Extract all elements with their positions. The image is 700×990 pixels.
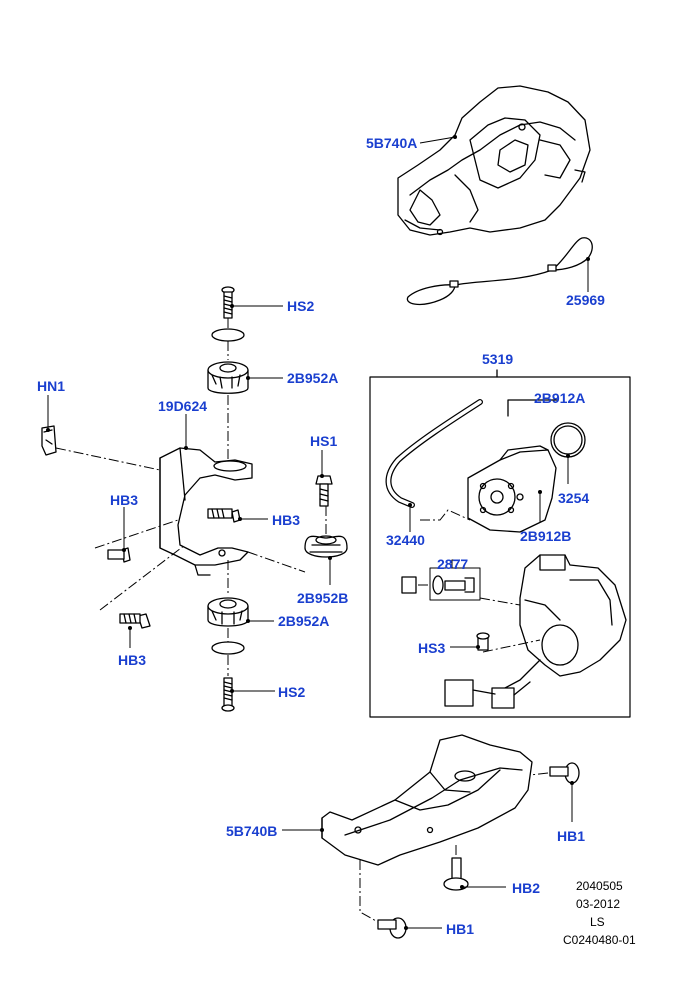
o-ring-inner: [553, 425, 583, 455]
callout-5B740A: 5B740A: [366, 135, 418, 151]
hb1-bolt-bottom-part: [377, 917, 407, 939]
callout-HN1: HN1: [37, 378, 66, 394]
pump-bracket-leader: [507, 399, 559, 417]
compressor-inset-frame: [369, 376, 631, 718]
hs1-bolt-part: [315, 475, 333, 507]
callout-3254: 3254: [558, 490, 590, 506]
callout-2877: 2877: [437, 556, 469, 572]
callout-HS3: HS3: [418, 640, 446, 656]
footer-date: 03-2012: [576, 897, 621, 911]
filter-plug-part: [401, 567, 481, 601]
hs2-bottom-bolt-part: [221, 677, 235, 712]
callout-HS2-bottom: HS2: [278, 684, 306, 700]
callout-HB3-a: HB3: [110, 492, 139, 508]
footer-code: LS: [590, 915, 605, 929]
callout-32440: 32440: [386, 532, 425, 548]
hb3-bolt-a-part: [207, 508, 241, 523]
air-hose-outline: [385, 399, 483, 508]
air-hose-fill: [386, 400, 482, 507]
lanyard-cable-part: [406, 237, 593, 306]
lower-tray-part: [321, 734, 533, 866]
washer-top-part: [211, 328, 245, 342]
footer-ref-number: 2040505: [576, 879, 623, 893]
bracket-part: [159, 447, 253, 576]
callout-HB1-right: HB1: [557, 828, 586, 844]
callout-25969: 25969: [566, 292, 605, 308]
leader-dots: [46, 135, 590, 930]
leader-lines: [47, 136, 589, 929]
o-ring-part: [550, 422, 586, 458]
hb3-bolt-b-part: [107, 547, 131, 563]
callout-HB3-c: HB3: [118, 652, 147, 668]
callout-HB2: HB2: [512, 880, 541, 896]
mount-top-part: [207, 361, 249, 394]
callout-2B912A: 2B912A: [534, 390, 586, 406]
callout-19D624: 19D624: [158, 398, 208, 414]
compressor-assembly-part: [444, 554, 627, 709]
assembly-lines: [55, 318, 549, 923]
callout-HB1-bottom: HB1: [446, 921, 475, 937]
pump-head-part: [467, 445, 557, 533]
hb3-bolt-c-part: [119, 613, 151, 629]
callout-HS1: HS1: [310, 433, 338, 449]
mount-side-part: [304, 535, 348, 558]
hs2-top-bolt-part: [221, 286, 235, 319]
hb1-bolt-right-part: [549, 762, 580, 784]
callout-2B912B: 2B912B: [520, 528, 572, 544]
hb2-bolt-part: [443, 857, 469, 891]
callout-5B740B: 5B740B: [226, 823, 278, 839]
callout-HB3-b: HB3: [272, 512, 301, 528]
callout-5319: 5319: [482, 351, 514, 367]
mount-bottom-part: [207, 597, 249, 627]
footer-drawing-id: C0240480-01: [563, 933, 636, 947]
callout-2B952A-bottom: 2B952A: [278, 613, 330, 629]
callout-2B952A-top: 2B952A: [287, 370, 339, 386]
callout-HS2-top: HS2: [287, 298, 315, 314]
washer-bottom-part: [211, 641, 245, 655]
upper-cover-part: [397, 85, 591, 236]
callout-2B952B: 2B952B: [297, 590, 349, 606]
